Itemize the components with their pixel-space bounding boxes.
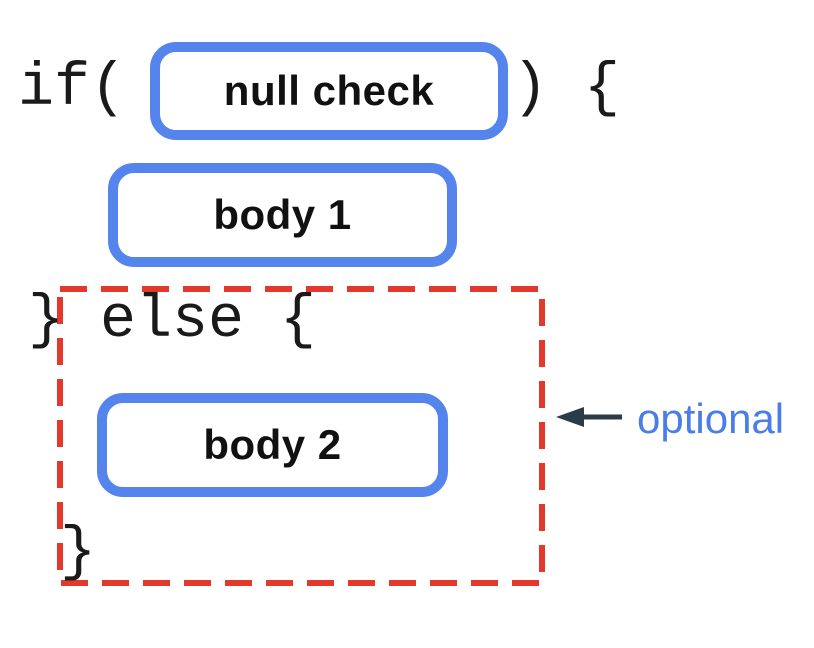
- left-arrow-icon: [556, 404, 622, 430]
- body2-box-label: body 2: [203, 421, 342, 468]
- condition-box-label: null check: [223, 67, 435, 114]
- condition-box: null check: [150, 42, 508, 140]
- optional-label: optional: [637, 395, 785, 442]
- code-else-line: } else {: [28, 287, 317, 355]
- code-closing-brace: }: [60, 519, 97, 587]
- optional-region-outline: [57, 286, 545, 586]
- body1-box: body 1: [108, 163, 457, 267]
- code-if-open: if(: [18, 55, 127, 123]
- code-if-close-paren-open-brace: ) {: [512, 55, 621, 123]
- body2-box: body 2: [97, 393, 448, 497]
- body1-box-label: body 1: [213, 191, 352, 238]
